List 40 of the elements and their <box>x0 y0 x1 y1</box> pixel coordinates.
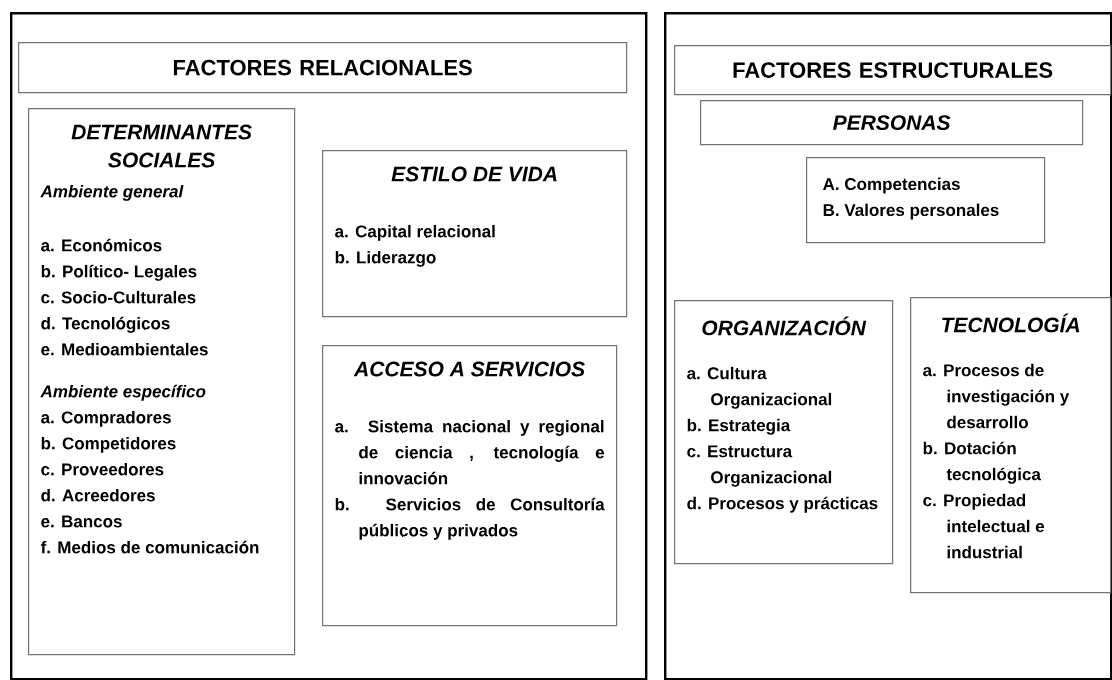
list-item: a. Económicos <box>41 238 162 252</box>
text-box <box>28 108 296 656</box>
box-heading: ORGANIZACIÓN <box>702 316 867 336</box>
box-heading: ESTILO DE VIDA <box>391 166 557 182</box>
heading-box <box>18 42 628 94</box>
list-item: d. Acreedores <box>41 488 155 502</box>
list-item: a. Compradores <box>41 410 171 427</box>
list-item: f. Medios de comunicación <box>40 540 259 554</box>
list-item: b. Competidores <box>41 436 176 453</box>
list-item: b. Liderazgo <box>335 250 436 267</box>
list-item: c. Socio-Culturales <box>41 290 196 304</box>
box-heading: DETERMINANTES SOCIALES <box>71 124 252 168</box>
list-item: e. Bancos <box>41 515 122 528</box>
box-heading: TECNOLOGÍA <box>942 313 1080 333</box>
subheading: Ambiente específico <box>40 384 206 401</box>
box-heading: ACCESO A SERVICIOS <box>353 361 585 377</box>
box-heading: PERSONAS <box>833 115 951 131</box>
list-item: b. Político- Legales <box>41 264 197 281</box>
list-item: B. Valores personales <box>823 203 999 220</box>
list-item: b. Estrategia <box>687 418 791 435</box>
text-box <box>674 300 894 565</box>
list-item: d. Tecnológicos <box>41 316 170 333</box>
box-heading: FACTORES RELACIONALES <box>173 59 472 76</box>
box-heading: FACTORES ESTRUCTURALES <box>733 62 1053 78</box>
list-item: d. Procesos y prácticas <box>687 496 878 513</box>
list-item: c. Propiedad intelectual e industrial <box>923 493 1045 559</box>
panel-frame <box>664 12 1112 680</box>
list-item: e. Medioambientales <box>41 342 208 356</box>
text-box <box>322 345 618 627</box>
text-box <box>322 150 628 318</box>
list-item: A. Competencias <box>823 177 960 194</box>
text-box <box>910 297 1112 594</box>
list-item: c. Proveedores <box>41 462 164 476</box>
list-item: b. Servicios de Consultoría públicos y privados <box>335 497 605 540</box>
heading-box <box>674 45 1112 96</box>
subheading: Ambiente general <box>40 184 184 201</box>
list-item: a. Capital relacional <box>335 224 495 241</box>
text-box <box>806 157 1046 244</box>
panel-frame <box>10 12 648 680</box>
heading-box <box>700 100 1084 146</box>
